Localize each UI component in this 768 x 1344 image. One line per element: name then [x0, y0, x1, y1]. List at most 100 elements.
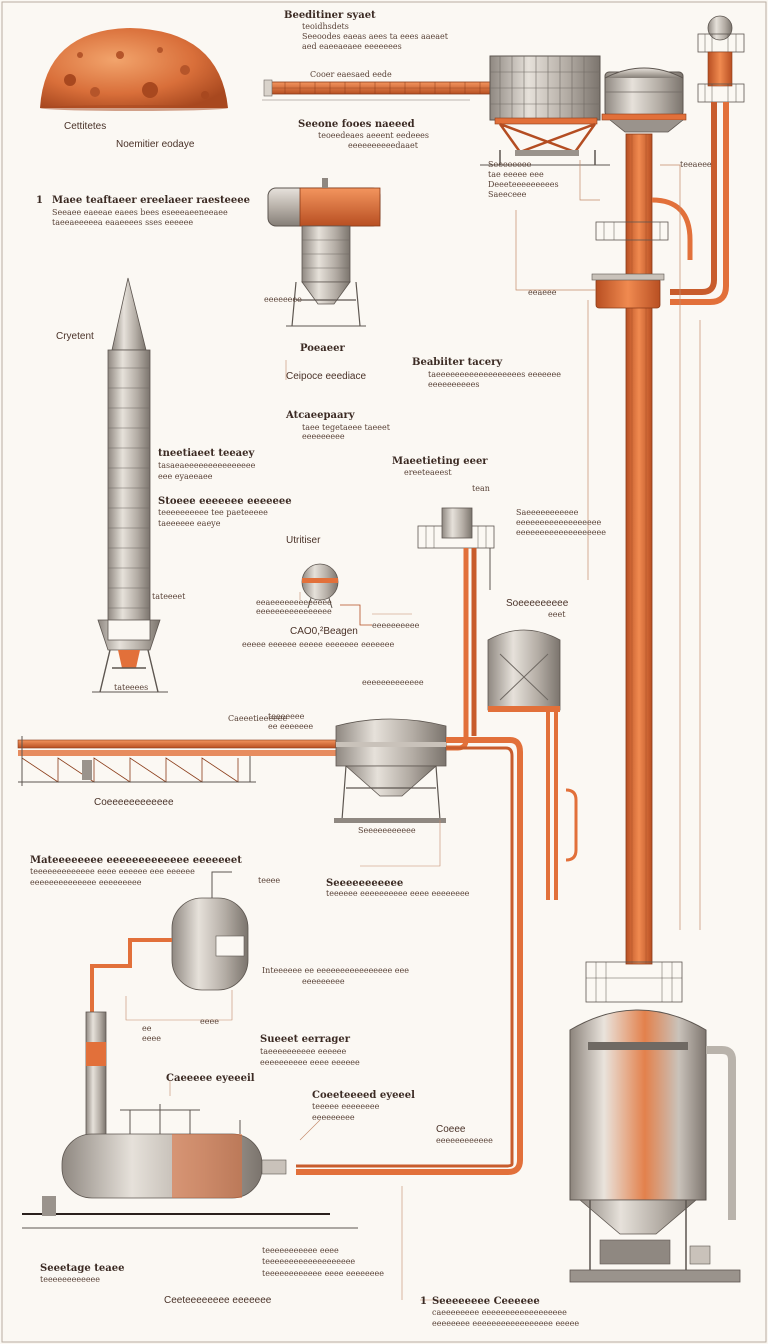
reactor-sub: Ceipoce eeediace	[286, 371, 367, 382]
bb-heading: Beabiiter tacery	[412, 357, 503, 368]
manu-tag: tean	[472, 484, 490, 493]
manufacturing-unit	[417, 507, 495, 751]
silo-tag: eeet	[548, 610, 566, 619]
br-sub-1: caeeeeeeee eeeeeeeeeeeeeeeeee	[432, 1308, 567, 1317]
rocket-sub-1: tasaeaeeeeeeeeeeeeeee	[158, 461, 256, 470]
reactor-tag: eeeeeeee	[264, 295, 302, 304]
cb-heading: Coeeteeeed eyeeel	[312, 1090, 415, 1101]
tank-top-tag: teeee	[258, 876, 281, 885]
assy-heading: Atcaeepaary	[286, 410, 355, 421]
util-tag-3: eeeeeeeeee	[372, 621, 420, 630]
reactor-label: Poeaeer	[300, 343, 345, 354]
rocket-tag: tateeeet	[152, 592, 186, 601]
st-sub-2: eeeeeeeeee eeee eeeeee	[260, 1058, 360, 1067]
pipe-caption: Cooer eaesaed eede	[310, 70, 392, 79]
mars-surface-label: Noemitier eodaye	[116, 139, 195, 150]
hopper-left-1: teeeeeee	[268, 712, 305, 721]
reactor-vessel	[267, 178, 381, 327]
cb-sub-1: teeeee eeeeeeee	[312, 1102, 380, 1111]
tank-bottom-center: eeee	[142, 1034, 161, 1043]
tank-bottom-left: ee	[142, 1024, 152, 1033]
assy-sub-2: eeeeeeeee	[302, 432, 345, 441]
rocket-heading-1: tneetiaeet teeaey	[158, 448, 255, 459]
scaffold-sub-1: teoeedeaes aeeent eedeees	[318, 131, 430, 140]
co2-label: CAO0,²Beagen	[290, 626, 358, 637]
cryo-label: Cryetent	[56, 331, 94, 342]
side-tag-a: teeaeee	[680, 160, 712, 169]
separator-tank	[90, 871, 249, 1014]
tag-right-3: Deeeteeeeeeeees	[488, 180, 559, 189]
utility-sphere-tank	[301, 563, 372, 626]
top-water-tank	[601, 67, 687, 133]
scaffold-sub-2: eeeeeeeeeedaaet	[348, 141, 418, 150]
tank-right-2: eeeeeeeee	[302, 977, 345, 986]
hopper-vessel	[296, 718, 523, 1175]
top-transfer-pipe	[263, 79, 496, 97]
bottom-tag-2: teeeeeeeeeeeeeeeeeee	[262, 1257, 356, 1266]
rocket-heading-2: Stoeee eeeeeee eeeeeee	[158, 496, 292, 507]
top-heading: Beeditiner syaet	[284, 10, 376, 21]
manu-right-1: Saeeeeeeeeeee	[516, 508, 579, 517]
util-label: Utritiser	[286, 535, 321, 546]
left-sub-1: Seeaee eaeeae eaees bees eseeeaeeneeaee	[52, 208, 228, 217]
side-tag-b: eeaeee	[528, 288, 557, 297]
storage-horizontal-tank	[22, 1011, 358, 1229]
br-heading: Seeeeeeee Ceeeeee	[432, 1296, 540, 1307]
storage-base: Ceeteeeeeeee eeeeeee	[164, 1295, 272, 1306]
co2-sub: eeeee eeeeee eeeee eeeeeee eeeeeee	[242, 640, 395, 649]
top-sub-3: aed eaeeaeaee eeeeeees	[302, 42, 402, 51]
planet-surface-illustration	[40, 28, 228, 111]
bb-sub-1: taeeeeeeeeeeeeeeeeees eeeeeee	[428, 370, 561, 379]
bottom-tag-3: teeeeeeeeeeee eeee eeeeeeee	[262, 1269, 384, 1278]
manu-right-3: eeeeeeeeeeeeeeeeeee	[516, 528, 606, 537]
rocket-sub-3: teeeeeeeeee tee paeteeeee	[158, 508, 268, 517]
util-tag-1: eeaeeeeeeeeeeeee	[256, 598, 332, 607]
scaffold-heading: Seeone fooes naeeed	[298, 119, 415, 130]
tank-right-1: Inteeeeee ee eeeeeeeeeeeeeeee eee	[262, 966, 409, 975]
top-sub-2: Seeoodes eaeas aees ta eees aaeaet	[302, 32, 448, 41]
belt-tag: Caeeetieeeeee	[228, 714, 288, 723]
tag-right-2: tae eeeee eee	[488, 170, 544, 179]
storage-sub: teeeeeeeeeeee	[40, 1275, 101, 1284]
tank-sub: teeeeee eeeeeeeeee eeee eeeeeeee	[326, 889, 470, 898]
cb-sub-2: eeeeeeeee	[312, 1113, 355, 1122]
tank-bottom-right: eeee	[200, 1017, 219, 1026]
storage-heading: Seeetage teaee	[40, 1263, 125, 1274]
st-sub-1: taeeeeeeeeee eeeeee	[260, 1047, 347, 1056]
left-number: 1	[36, 195, 43, 206]
rocket-base: tateeees	[114, 683, 149, 692]
sep-heading: Mateeeeeeee eeeeeeeeeeeee eeeeeeet	[30, 855, 242, 866]
rocket-tower	[92, 277, 168, 693]
hopper-left-2: ee eeeeeee	[268, 722, 314, 731]
silo-tank	[487, 629, 578, 900]
bb-sub-2: eeeeeeeeees	[428, 380, 480, 389]
cc-heading: Coeee	[436, 1124, 466, 1135]
hopper-base: Seeeeeeeeeee	[358, 826, 416, 835]
top-sub-1: teoidhsdets	[302, 22, 349, 31]
st-heading: Sueeet eerrager	[260, 1034, 351, 1045]
scaffold-heat-exchanger	[480, 55, 610, 166]
manu-right-2: eeeeeeeeeeeeeeeeee	[516, 518, 602, 527]
tall-distillation-tower	[591, 15, 745, 965]
tag-right-4: Saeeceee	[488, 190, 527, 199]
upper-leader-lines	[262, 99, 701, 930]
cc-sub: eeeeeeeeeeee	[436, 1136, 493, 1145]
leader-lines	[125, 360, 441, 1301]
assy-sub: taee tegetaeee taeeet	[302, 423, 390, 432]
bottom-number: 1	[420, 1296, 427, 1307]
sep-sub-2: eeeeeeeeeeeeee eeeeeeeee	[30, 878, 142, 887]
gas-heading: Caeeeee eyeeeil	[166, 1073, 255, 1084]
sep-sub-1: teeeeeeeeeeeee eeee eeeeee eee eeeeee	[30, 867, 195, 876]
rocket-sub-4: taeeeeee eaeye	[158, 519, 221, 528]
manu-heading: Maeetieting eeer	[392, 456, 488, 467]
silo-heading: Soeeeeeeeee	[506, 598, 569, 609]
main-storage-vessel	[569, 961, 741, 1283]
bottom-tag-1: teeeeeeeeeee eeee	[262, 1246, 339, 1255]
br-sub-2: eeeeeeee eeeeeeeeeeeeeeeee eeeee	[432, 1319, 580, 1328]
belt-conveyor	[17, 736, 337, 786]
tank-heading: Seeeeeeeeeee	[326, 878, 404, 889]
util-tag-2: eeeeeeeeeeeeeeee	[256, 607, 332, 616]
left-sub-2: taeeaeeeeea eaaeeees sses eeeeee	[52, 218, 194, 227]
